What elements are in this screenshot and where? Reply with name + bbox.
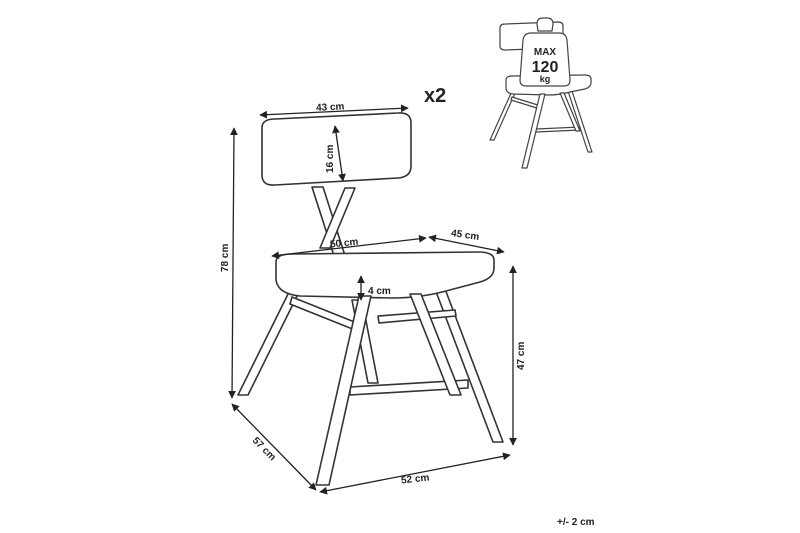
max-load-line1: MAX	[534, 47, 557, 58]
seat-depth-line	[428, 234, 505, 255]
width-line	[319, 452, 511, 495]
total-height-label: 78 cm	[220, 244, 231, 272]
backrest-height-label: 16 cm	[325, 145, 336, 173]
seat-width-label: 50 cm	[330, 237, 359, 251]
chair-illustration	[237, 112, 504, 486]
backrest	[261, 112, 412, 186]
depth-label: 57 cm	[250, 435, 278, 463]
seat-thickness-label: 4 cm	[368, 286, 391, 297]
seat-depth-label: 45 cm	[450, 228, 480, 243]
max-load-line3: kg	[540, 74, 551, 84]
seat-height-label: 47 cm	[516, 342, 527, 370]
dimension-lines	[228, 104, 517, 495]
width-label: 52 cm	[401, 473, 430, 487]
backrest-width-label: 43 cm	[316, 101, 345, 113]
side-stretcher-right	[377, 309, 457, 324]
weight-icon	[519, 17, 571, 87]
max-load-line2: 120	[532, 59, 559, 76]
front-right-leg	[409, 293, 462, 396]
mini-front-right-leg	[559, 92, 581, 132]
tolerance-label: +/- 2 cm	[557, 517, 595, 528]
backrest-width-line	[259, 104, 409, 119]
mini-stretcher-front	[535, 126, 581, 133]
mini-front-left-leg	[521, 93, 546, 169]
backrest-height-line	[332, 125, 346, 182]
seat-width-line	[271, 234, 427, 260]
max-load-illustration: MAX 120 kg	[489, 17, 593, 169]
depth-line	[231, 403, 317, 491]
total-height-line	[228, 127, 238, 399]
quantity-label: x2	[424, 85, 446, 107]
